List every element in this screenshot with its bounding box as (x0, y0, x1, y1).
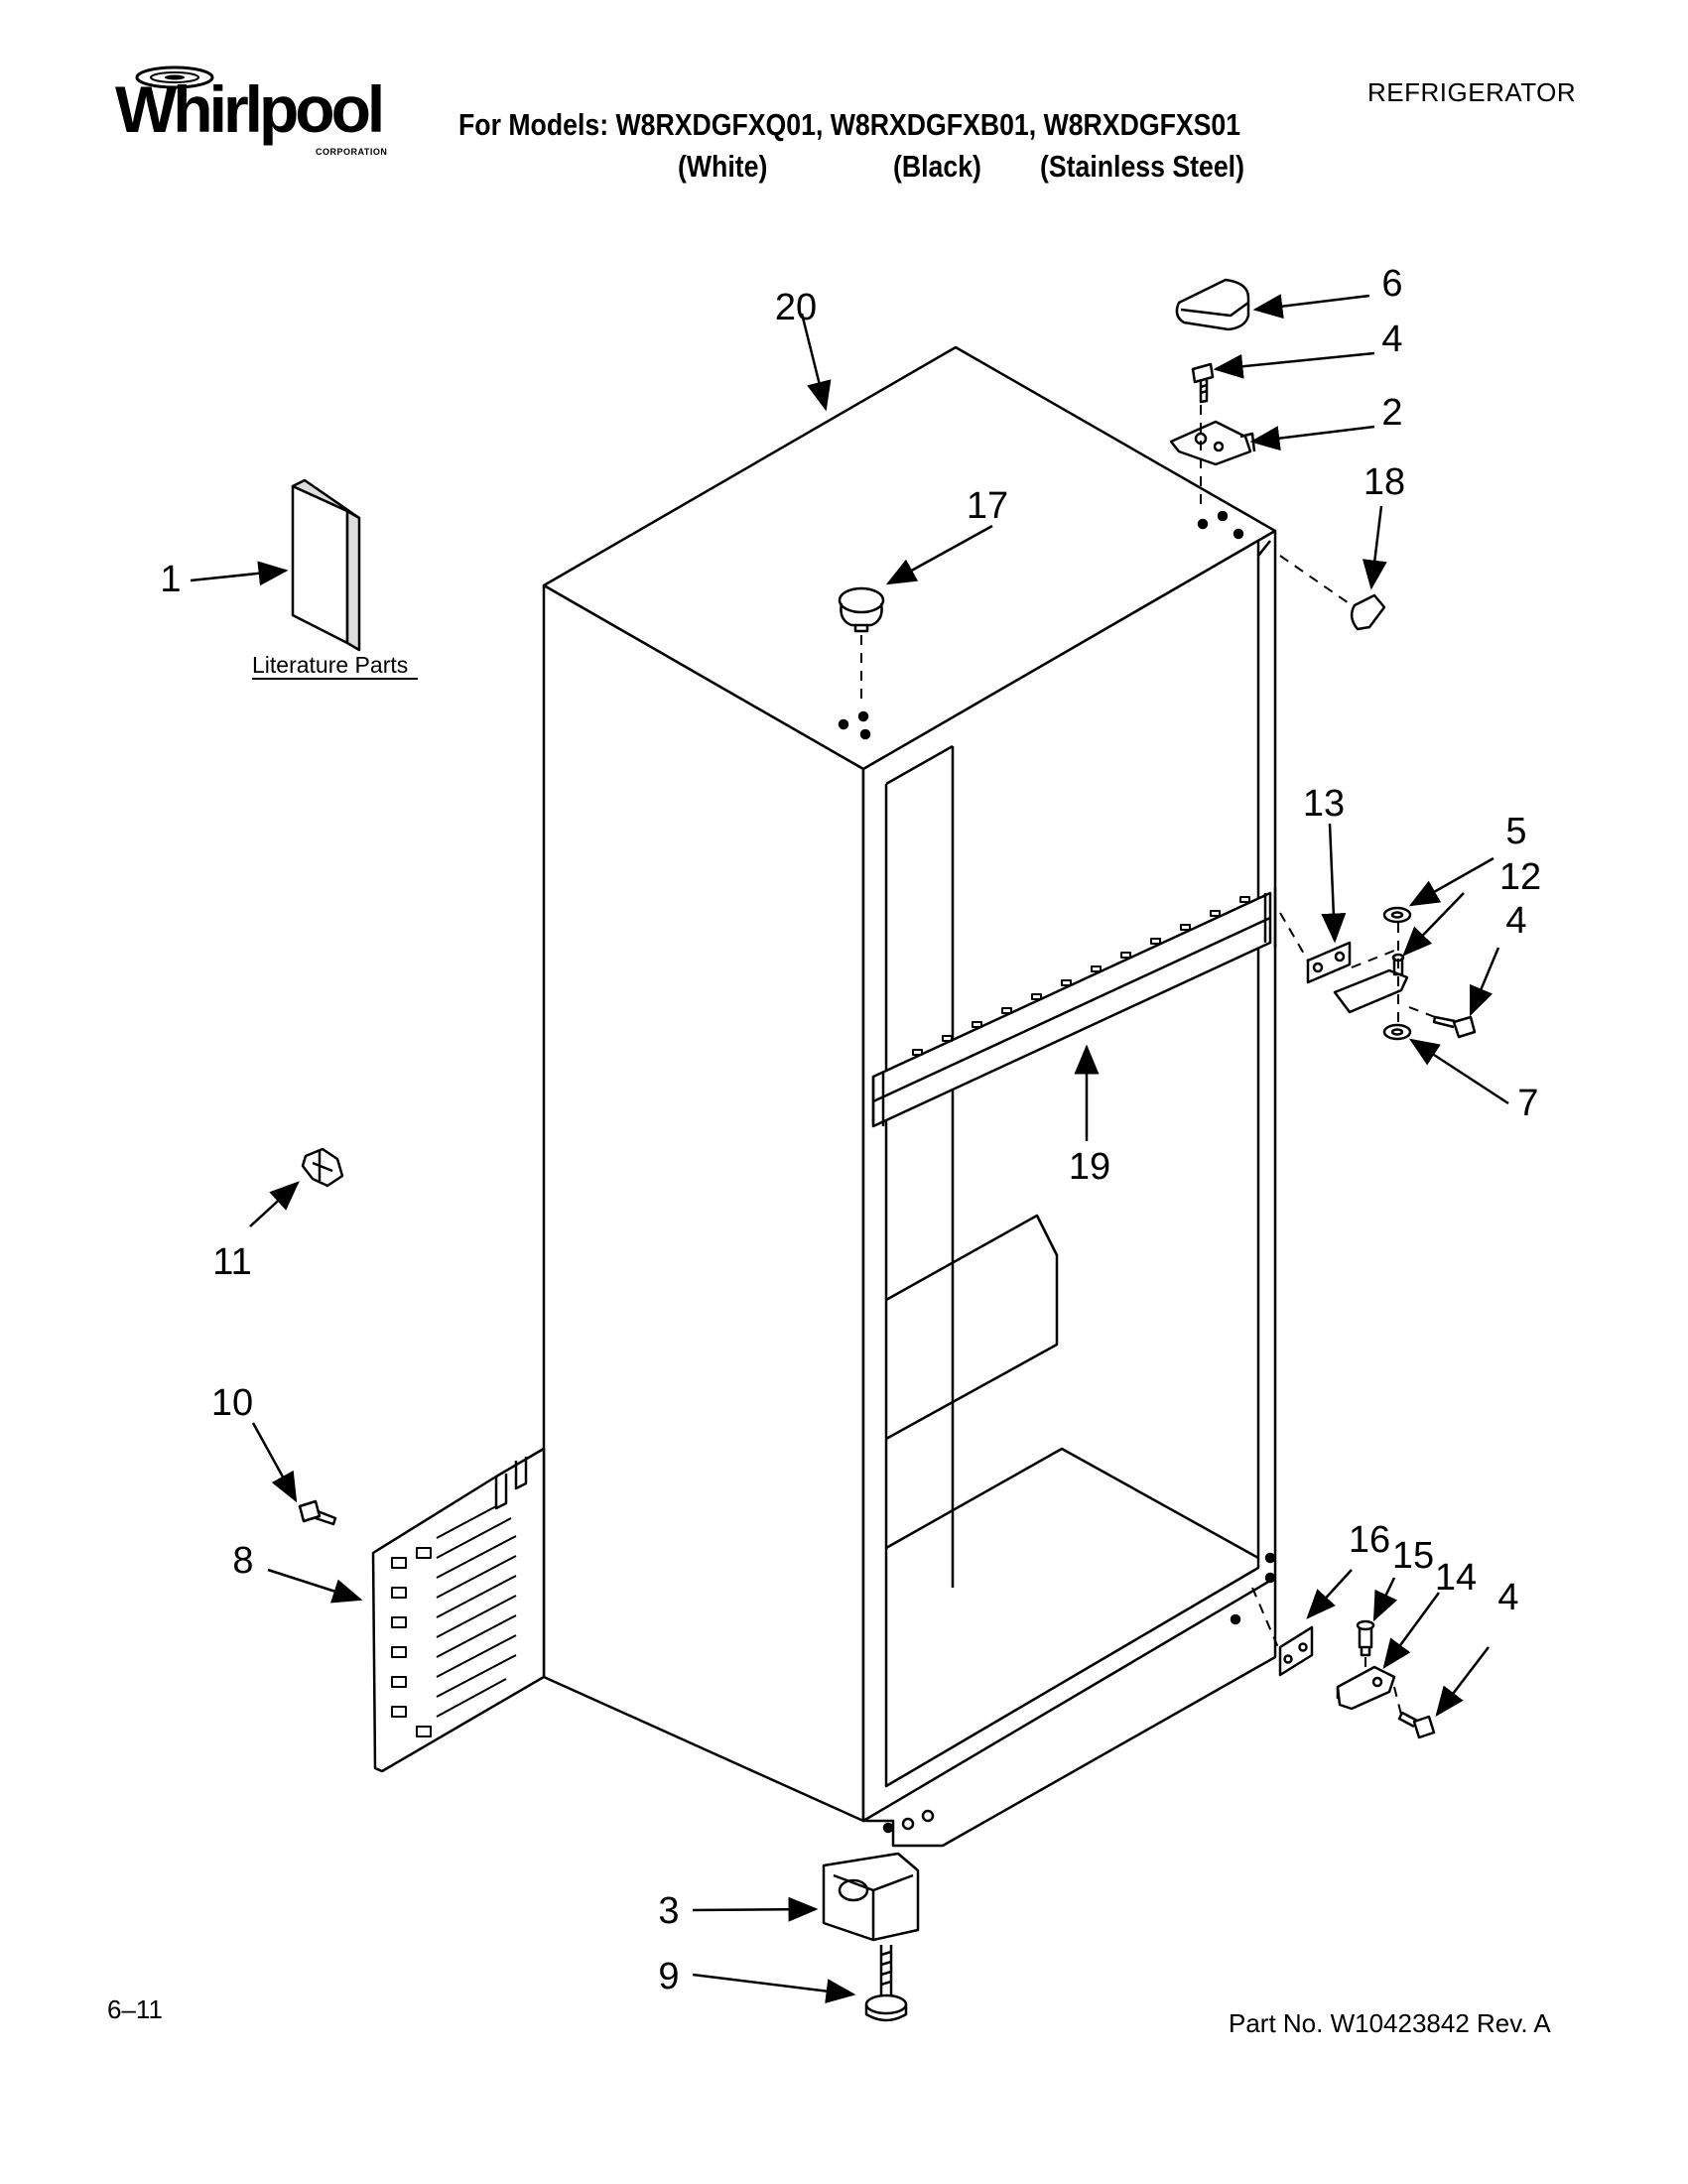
callout-11: 11 (212, 1241, 251, 1283)
callout-12: 12 (1499, 856, 1541, 898)
hinge-cap-part-6 (1175, 278, 1250, 331)
callout-labels: 1 2 3 4 4 4 5 6 7 8 9 10 11 12 13 14 15 … (160, 263, 1541, 1997)
part-number: Part No. W10423842 Rev. A (1229, 2008, 1551, 2038)
washer-part-5 (1382, 906, 1412, 924)
callout-19: 19 (1069, 1146, 1110, 1188)
callout-6: 6 (1381, 263, 1402, 305)
callout-7: 7 (1517, 1083, 1538, 1124)
callout-13: 13 (1303, 783, 1345, 825)
screw-part-10 (298, 1499, 337, 1526)
logo-corporation: CORPORATION (316, 147, 388, 157)
bottom-hinge-shim-part-16 (1278, 1625, 1314, 1677)
callout-20: 20 (775, 287, 817, 328)
leveling-leg-part-9 (864, 1945, 908, 2022)
whirlpool-logo: Whirlpool CORPORATION (107, 58, 387, 167)
center-hinge-pin-part-12 (1333, 953, 1409, 1014)
screw-part-4-middle (1432, 1015, 1477, 1039)
screw-part-4-bottom (1397, 1711, 1436, 1739)
category-label: REFRIGERATOR (1367, 77, 1577, 107)
callout-17: 17 (967, 485, 1008, 527)
callout-5: 5 (1505, 811, 1526, 852)
color-black: (Black) (893, 149, 981, 184)
callout-2: 2 (1381, 392, 1402, 434)
models-line: For Models: W8RXDGFXQ01, W8RXDGFXB01, W8… (458, 107, 1241, 142)
literature-parts-label: Literature Parts (252, 652, 408, 678)
callout-1: 1 (160, 559, 181, 600)
callout-18: 18 (1363, 461, 1405, 503)
color-white: (White) (678, 149, 768, 184)
callout-4-middle: 4 (1505, 900, 1526, 942)
clip-part-11 (301, 1147, 344, 1188)
callout-14: 14 (1435, 1557, 1477, 1599)
screw-part-4-top (1191, 362, 1215, 404)
callout-15: 15 (1392, 1535, 1434, 1577)
access-panel-part-8 (371, 1447, 546, 1773)
callout-16: 16 (1349, 1519, 1390, 1561)
center-hinge-part-13 (1306, 941, 1352, 984)
top-hinge-part-2 (1169, 420, 1256, 466)
logo-swoosh-icon (135, 65, 214, 89)
cabinet-part-20 (542, 345, 1277, 1848)
leveler-roller-part-3 (822, 1852, 920, 1942)
color-stainless-steel: (Stainless Steel) (1040, 149, 1244, 184)
bottom-hinge-part-14 (1336, 1665, 1396, 1711)
literature-parts-part-1 (291, 478, 361, 652)
revision-date: 6–11 (107, 1994, 163, 2024)
callout-10: 10 (211, 1382, 253, 1424)
bottom-hinge-pin-part-15 (1356, 1619, 1375, 1657)
callout-3: 3 (658, 1890, 679, 1932)
plug-part-17 (838, 586, 885, 633)
washer-part-7 (1382, 1023, 1412, 1041)
hinge-cover-part-18 (1350, 593, 1386, 631)
rail-part-19 (871, 888, 1277, 1128)
callout-8: 8 (232, 1540, 253, 1582)
callout-9: 9 (658, 1956, 679, 1997)
logo-wordmark: Whirlpool (115, 72, 385, 146)
callout-4-top: 4 (1381, 319, 1402, 360)
callout-4-bottom: 4 (1497, 1577, 1518, 1618)
